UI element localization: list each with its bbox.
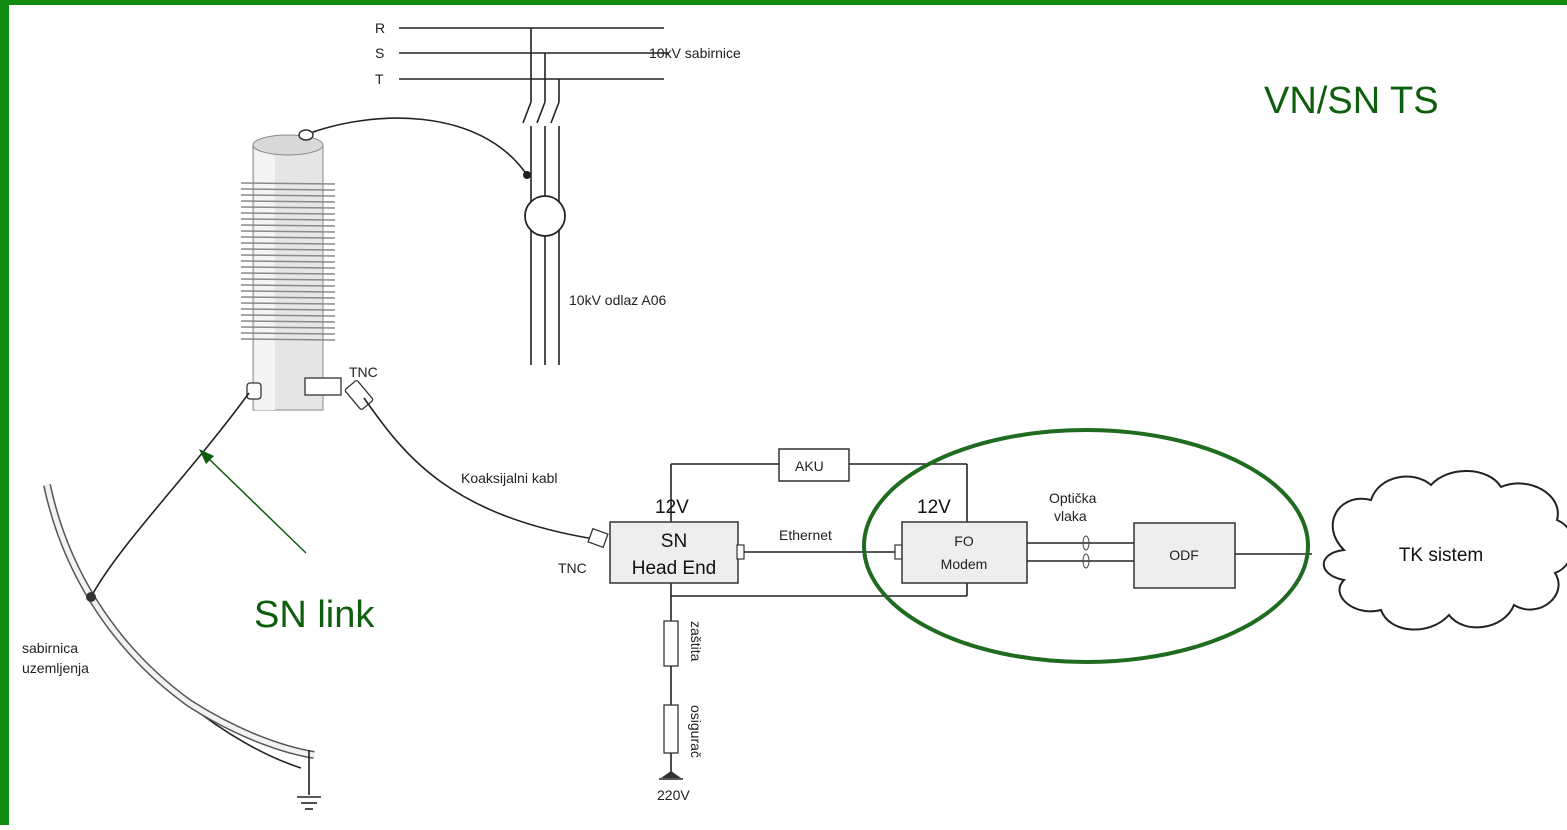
modem-voltage: 12V bbox=[917, 497, 951, 518]
busbar-label: 10kV sabirnice bbox=[649, 45, 741, 61]
odf-box bbox=[1133, 522, 1236, 589]
cylinder-terminal bbox=[298, 129, 314, 141]
switch-s bbox=[536, 101, 546, 124]
phase-s-label: S bbox=[375, 45, 384, 61]
head-end-voltage: 12V bbox=[655, 497, 689, 518]
tnc-top-label: TNC bbox=[349, 364, 378, 380]
supply-terminal-icon bbox=[661, 771, 681, 778]
fuse-label: zaštita bbox=[688, 621, 704, 662]
breaker-label: osigurač bbox=[688, 705, 704, 758]
busbars: R S T 10kV sabirnice bbox=[375, 20, 741, 87]
switch-r bbox=[522, 101, 532, 124]
fiber-label-2: vlaka bbox=[1054, 508, 1087, 524]
modem-line-1: FO bbox=[954, 533, 974, 549]
tnc-left-label: TNC bbox=[558, 560, 587, 576]
switch-t bbox=[550, 101, 560, 124]
head-end: 12V SN Head End bbox=[609, 497, 745, 584]
fo-modem: 12V FO Modem bbox=[894, 497, 1028, 584]
head-end-box bbox=[609, 521, 739, 584]
coax-label: Koaksijalni kabl bbox=[461, 470, 558, 486]
ground-bar-label-1: sabirnica bbox=[22, 640, 78, 656]
supply-label: 220V bbox=[657, 787, 690, 803]
modem-line-2: Modem bbox=[941, 556, 988, 572]
head-end-line-1: SN bbox=[661, 531, 687, 552]
feeder-label: 10kV odlaz A06 bbox=[569, 292, 667, 308]
phase-t-label: T bbox=[375, 71, 384, 87]
battery-box bbox=[778, 448, 850, 482]
ethernet-label: Ethernet bbox=[779, 527, 832, 543]
cloud-icon bbox=[1322, 470, 1567, 631]
fuse-symbol bbox=[663, 620, 679, 667]
tnc-connector-top bbox=[344, 380, 374, 410]
coupling-cylinder: TNC bbox=[240, 129, 378, 411]
breaker-symbol bbox=[663, 704, 679, 754]
phase-r-label: R bbox=[375, 20, 385, 36]
sn-link-label: SN link bbox=[254, 594, 375, 636]
feeder: 10kV odlaz A06 bbox=[304, 28, 667, 365]
supply-branch: zaštita osigurač 220V bbox=[657, 596, 704, 803]
cloud-label: TK sistem bbox=[1399, 545, 1483, 566]
modem-box bbox=[901, 521, 1028, 584]
ground-system: sabirnica uzemljenja bbox=[22, 392, 321, 810]
fiber-highlight-ellipse bbox=[862, 428, 1310, 664]
sn-link-annotation: SN link bbox=[199, 449, 375, 636]
cylinder-fins bbox=[240, 182, 336, 341]
head-end-line-2: Head End bbox=[632, 558, 717, 579]
station-title: VN/SN TS bbox=[1264, 80, 1439, 122]
odf: ODF bbox=[1133, 522, 1236, 589]
current-transformer bbox=[524, 195, 566, 237]
arrow-head-icon bbox=[199, 449, 214, 464]
network-diagram: R S T 10kV sabirnice 10kV odlaz A06 TNC bbox=[22, 20, 1567, 810]
fiber-label-1: Optička bbox=[1049, 490, 1097, 506]
odf-label: ODF bbox=[1169, 547, 1199, 563]
earth-ground-icon bbox=[297, 796, 321, 810]
optical-fibers: Optička vlaka bbox=[1027, 490, 1134, 569]
tnc-connector-left bbox=[587, 527, 609, 549]
power-loop: AKU bbox=[670, 448, 968, 597]
tk-cloud: TK sistem bbox=[1322, 470, 1567, 631]
ground-bar-label-2: uzemljenja bbox=[22, 660, 89, 676]
battery-label: AKU bbox=[795, 458, 824, 474]
